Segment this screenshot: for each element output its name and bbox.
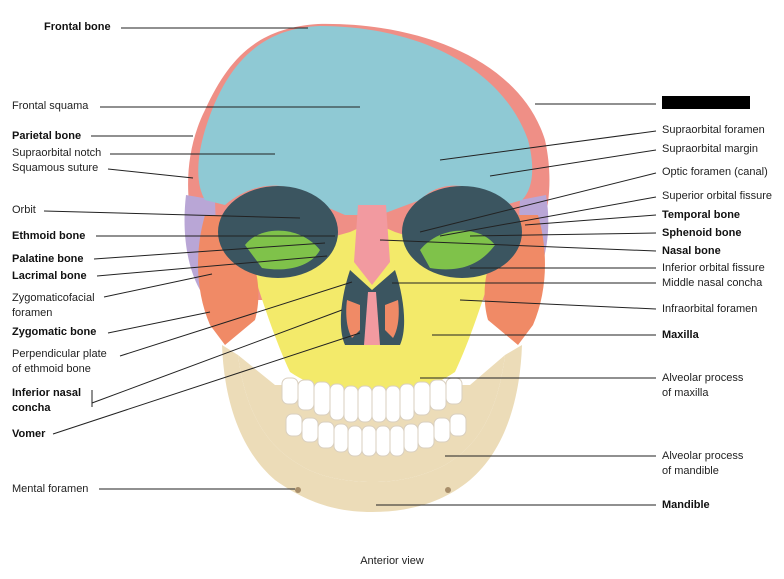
label-supraorbital-foramen: Supraorbital foramen xyxy=(662,124,765,136)
label-zygomaticofacial-line2: foramen xyxy=(12,307,53,319)
label-inferior-nasal-line1: Inferior nasal xyxy=(12,387,82,399)
label-infraorbital-foramen: Infraorbital foramen xyxy=(662,303,758,315)
label-frontal-bone: Frontal bone xyxy=(44,21,111,33)
conchae-right xyxy=(385,300,399,338)
sphenoid-in-orbit-left xyxy=(245,230,320,270)
label-perpendicular-line2: of ethmoid bone xyxy=(12,363,91,375)
vomer-shape xyxy=(364,292,380,345)
sphenoid-in-orbit-right xyxy=(420,230,495,270)
lower-teeth xyxy=(285,413,467,457)
label-ethmoid-bone: Ethmoid bone xyxy=(12,230,86,242)
label-inferior-orbital-fissure: Inferior orbital fissure xyxy=(662,262,765,274)
label-maxilla: Maxilla xyxy=(662,329,699,341)
label-zygomatic-bone: Zygomatic bone xyxy=(12,326,97,338)
label-alveolar-maxilla-line2: of maxilla xyxy=(662,387,709,399)
label-mental-foramen: Mental foramen xyxy=(12,483,89,495)
label-supraorbital-notch: Supraorbital notch xyxy=(12,147,102,159)
label-zygomaticofacial-line1: Zygomaticofacial xyxy=(12,292,95,304)
label-mandible: Mandible xyxy=(662,499,710,511)
label-alveolar-maxilla-line1: Alveolar process xyxy=(662,372,744,384)
label-optic-foramen: Optic foramen (canal) xyxy=(662,166,768,178)
label-middle-nasal-concha: Middle nasal concha xyxy=(662,277,763,289)
label-palatine-bone: Palatine bone xyxy=(12,253,84,265)
label-vomer: Vomer xyxy=(12,428,46,440)
conchae-left xyxy=(346,300,360,338)
label-supraorbital-margin: Supraorbital margin xyxy=(662,143,758,155)
label-alveolar-mandible-line1: Alveolar process xyxy=(662,450,744,462)
label-alveolar-mandible-line2: of mandible xyxy=(662,465,719,477)
mandible-shape xyxy=(222,345,522,512)
label-inferior-nasal-line2: concha xyxy=(12,402,51,414)
label-squamous-suture: Squamous suture xyxy=(12,162,99,174)
leader-lines-right xyxy=(376,103,657,506)
label-sphenoid-bone: Sphenoid bone xyxy=(662,227,742,239)
upper-teeth xyxy=(281,377,463,423)
figure-caption: Anterior view xyxy=(360,555,424,567)
mental-foramen-left xyxy=(295,487,301,493)
label-orbit: Orbit xyxy=(12,204,36,216)
leader-lines-left xyxy=(43,27,361,490)
label-parietal-bone: Parietal bone xyxy=(12,130,82,142)
label-frontal-squama: Frontal squama xyxy=(12,100,89,112)
label-lacrimal-bone: Lacrimal bone xyxy=(12,270,87,282)
label-perpendicular-line1: Perpendicular plate xyxy=(12,348,107,360)
mental-foramen-right xyxy=(445,487,451,493)
redacted-label-box xyxy=(662,96,750,109)
frontal-bone-shape xyxy=(198,26,533,215)
label-nasal-bone: Nasal bone xyxy=(662,245,721,257)
label-superior-orbital-fissure: Superior orbital fissure xyxy=(662,190,773,202)
nasal-bone-shape xyxy=(354,205,390,285)
label-temporal-bone: Temporal bone xyxy=(662,209,741,221)
